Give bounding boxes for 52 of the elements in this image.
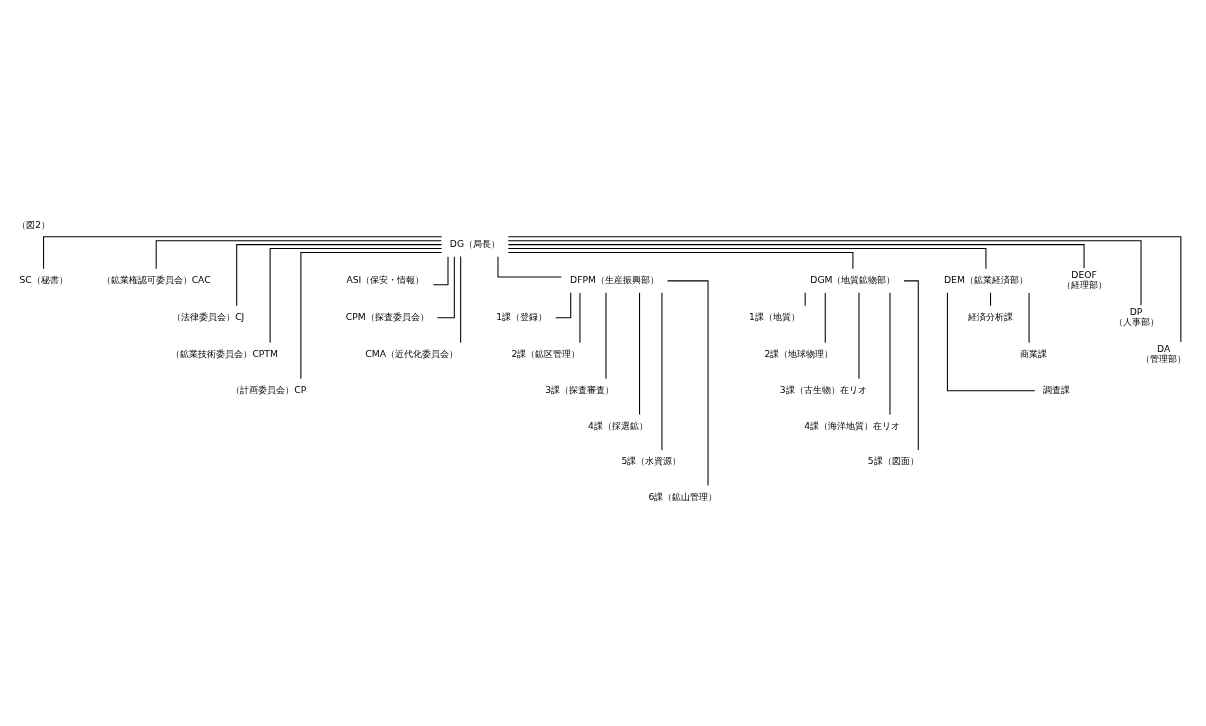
node-text: DGM（地質鉱物部） [810, 273, 896, 285]
connector [639, 291, 641, 415]
connector [507, 251, 854, 269]
node-text: 3課（探査審査） [545, 383, 615, 395]
node-text: 経済分析課 [968, 310, 1014, 322]
diagram-title: （図2） [17, 218, 51, 230]
connector [236, 243, 443, 306]
node-text: （鉱業技術委員会）CPTM [171, 347, 278, 359]
node-text: （計画委員会）CP [231, 383, 307, 395]
node-text: 4課（採選鉱） [587, 419, 648, 431]
connector [432, 255, 449, 285]
node-text: 2課（地球物理） [764, 347, 834, 359]
node-text: ASI（保安・情報） [346, 273, 425, 285]
connector [507, 235, 1182, 342]
node-text: SC（秘書） [19, 273, 68, 285]
node-text: DG（局長） [449, 237, 501, 249]
connector [155, 239, 442, 269]
connector [903, 279, 919, 451]
connector [824, 292, 826, 343]
node-text: 1課（登録） [496, 310, 548, 322]
node-text: 1課（地質） [749, 310, 800, 322]
node-text: CMA（近代化委員会） [365, 347, 459, 359]
node-text: DEOF （経理部） [1061, 268, 1107, 290]
node-text: CPM（探査委員会） [345, 310, 429, 322]
node-text: DFPM（生産振興部） [570, 273, 659, 285]
connector [460, 255, 462, 343]
connector [804, 291, 806, 306]
node-text: DEM（鉱業経済部） [944, 273, 1028, 285]
connector [990, 291, 992, 306]
node-text: 2課（鉱区管理） [511, 347, 581, 359]
connector [555, 291, 572, 318]
connector [507, 243, 1085, 269]
connector [507, 247, 987, 269]
connector [269, 247, 443, 343]
node-text: 5課（水資源） [621, 454, 682, 466]
connector [43, 235, 443, 269]
connector [436, 255, 455, 318]
connector [300, 251, 443, 379]
node-text: DP （人事部） [1113, 305, 1159, 327]
node-text: 3課（古生物）在リオ [779, 383, 867, 395]
node-text: （鉱業権認可委員会）CAC [101, 273, 211, 285]
node-text: 4課（海洋地質）在リオ [804, 419, 901, 431]
connector [507, 239, 1142, 306]
node-text: 6課（鉱山管理） [648, 490, 718, 502]
connector [946, 291, 1036, 391]
node-text: （法律委員会）CJ [172, 310, 245, 322]
node-text: 調査課 [1042, 383, 1070, 395]
connector [497, 255, 562, 277]
node-text: DA （管理部） [1141, 342, 1187, 364]
node-text: 商業課 [1019, 347, 1047, 359]
node-text: 5課（図面） [867, 454, 919, 466]
connector [667, 279, 709, 486]
